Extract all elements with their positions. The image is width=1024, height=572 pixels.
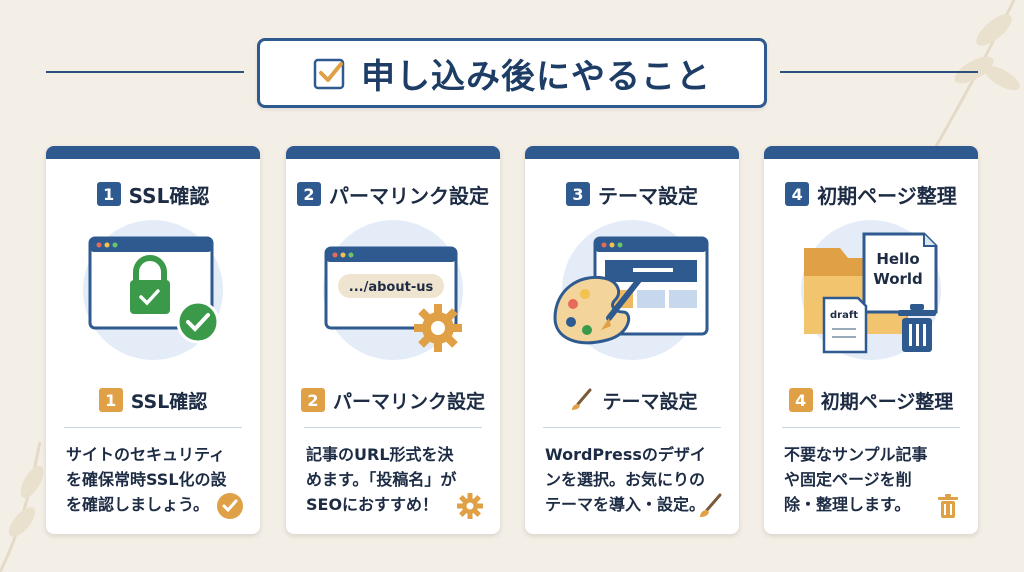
desc-line: サイトのセキュリティ [66,445,226,464]
card-title: 初期ページ整理 [817,183,957,208]
trash-icon [938,494,958,518]
card-subtitle: テーマ設定 [602,390,698,413]
card-ssl: 1 SSL確認 1 SSL確認 サイトのセキュリティ を確保常時SSL化の設 を… [46,146,260,534]
card-title: パーマリンク設定 [329,183,489,208]
checkbox-icon [313,58,345,90]
draft-text: draft [830,310,858,321]
step-number-badge: 2 [297,182,321,206]
page-cleanup-illustration: Hello World draft [764,218,978,368]
desc-line: を確保常時SSL化の設 [66,470,227,489]
step-number-badge: 3 [566,182,590,206]
card-description: サイトのセキュリティ を確保常時SSL化の設 を確認しましょう。 [66,442,242,517]
title-rule-left [46,71,244,73]
step-number-badge: 1 [96,182,121,206]
card-page-cleanup: 4 初期ページ整理 Hello World draft [764,146,978,534]
desc-line: めます。「投稿名」が [306,470,457,489]
desc-line: 除・整理します。 [784,495,911,514]
doc-text: World [873,270,923,288]
lock-icon [130,255,170,314]
divider [782,427,960,428]
leaf-decoration-icon [932,0,1020,150]
card-description: 不要なサンプル記事 や固定ページを削 除・整理します。 [784,442,960,517]
url-text: .../about-us [349,280,434,295]
check-circle-icon [176,300,220,344]
card-theme: 3 テーマ設定 [525,146,739,534]
trash-icon [898,304,936,352]
card-description: WordPressのデザイ ンを選択。お気にりの テーマを導入・設定。 [545,442,721,517]
card-top-bar [286,146,500,159]
leaf-decoration-icon [0,442,44,572]
check-circle-icon [217,493,243,519]
paintbrush-icon [700,493,722,517]
gear-icon [457,493,483,519]
gear-icon [414,304,462,352]
card-subtitle: SSL確認 [130,390,208,413]
desc-line: を確認しましょう。 [66,495,210,514]
desc-line: 記事のURL形式を決 [306,445,454,464]
desc-line: 不要なサンプル記事 [784,445,928,464]
page-title: 申し込み後にやること [361,56,711,97]
card-subheading: 1 SSL確認 [46,386,260,414]
card-heading: 4 初期ページ整理 [764,180,978,208]
card-title: SSL確認 [128,183,210,208]
card-top-bar [525,146,739,159]
card-heading: 1 SSL確認 [46,180,260,208]
desc-line: テーマを導入・設定。 [545,495,706,514]
card-subtitle: 初期ページ整理 [820,390,954,413]
paintbrush-icon [601,277,642,330]
doc-text: Hello [876,250,919,268]
draft-document-icon: draft [822,296,868,354]
ssl-illustration [46,218,260,368]
divider [304,427,482,428]
desc-line: ンを選択。お気にりの [545,470,706,489]
paint-palette-icon [553,275,631,345]
card-heading: 3 テーマ設定 [525,180,739,208]
card-subheading: 2 パーマリンク設定 [286,386,500,414]
card-top-bar [764,146,978,159]
step-number-badge: 4 [788,388,813,412]
page-title-box: 申し込み後にやること [257,38,767,108]
card-description: 記事のURL形式を決 めます。「投稿名」が SEOにおすすめ！ [306,442,482,517]
desc-line: WordPressのデザイ [545,445,706,464]
document-icon: Hello World [862,232,938,314]
theme-illustration [525,218,739,368]
card-subheading: テーマ設定 [525,386,739,414]
permalink-illustration: .../about-us [286,218,500,368]
divider [64,427,242,428]
desc-line: SEOにおすすめ！ [306,495,439,514]
card-title: テーマ設定 [598,183,698,208]
desc-line: や固定ページを削 [784,470,912,489]
card-permalink: 2 パーマリンク設定 .../about-us 2 パーマリン [286,146,500,534]
divider [543,427,721,428]
title-rule-right [780,71,978,73]
card-subheading: 4 初期ページ整理 [764,386,978,414]
card-top-bar [46,146,260,159]
paintbrush-icon [572,388,592,410]
card-subtitle: パーマリンク設定 [332,390,485,413]
card-heading: 2 パーマリンク設定 [286,180,500,208]
step-number-badge: 4 [785,182,810,206]
step-number-badge: 2 [300,388,325,412]
step-number-badge: 1 [98,388,123,412]
